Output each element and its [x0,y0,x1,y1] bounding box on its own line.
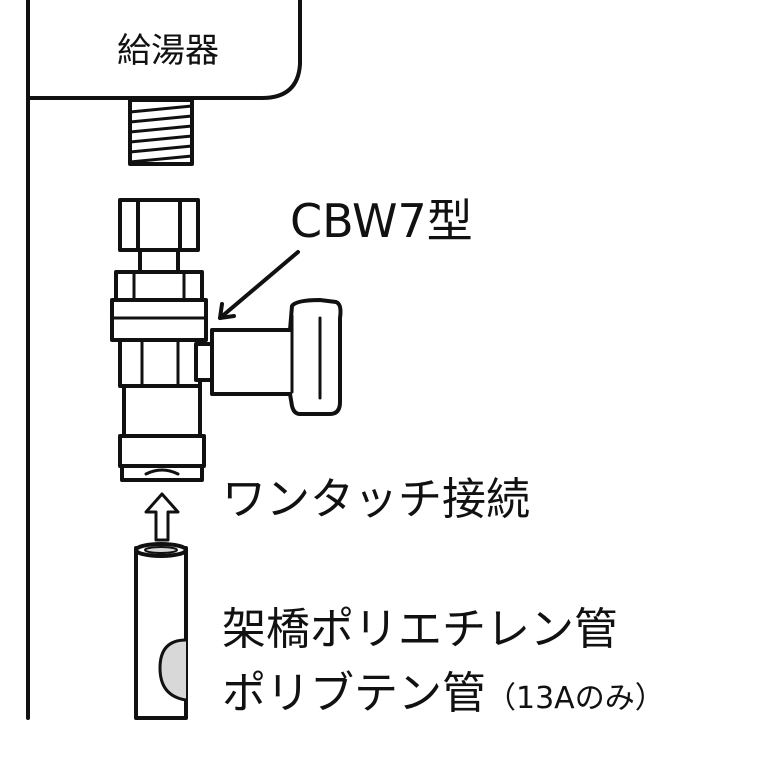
valve-neck [138,248,180,274]
quick-connect-coupler [118,434,206,482]
one-touch-connection-label: ワンタッチ接続 [222,474,530,525]
water-heater-label: 給湯器 [117,31,219,71]
valve-side-handle [210,298,343,416]
insert-arrow [144,492,180,542]
pipe-type-name: ポリブテン管 [222,668,486,719]
valve-lower-body [122,384,202,438]
valve-middle-body [118,338,214,388]
model-leader-arrowhead [218,302,236,320]
pipe-type-note: （13Aのみ） [486,681,665,716]
model-label: CBW7型 [290,194,473,248]
heater-threaded-outlet [128,98,194,166]
valve-upper-body [110,270,208,342]
pipe-type-label-1: 架橋ポリエチレン管 [222,604,618,655]
model-leader-line [218,250,300,320]
pipe-type-label-2: ポリブテン管（13Aのみ） [222,672,665,716]
water-heater-outline [26,0,302,720]
valve-top-nut [118,198,200,252]
pipe [134,542,188,720]
